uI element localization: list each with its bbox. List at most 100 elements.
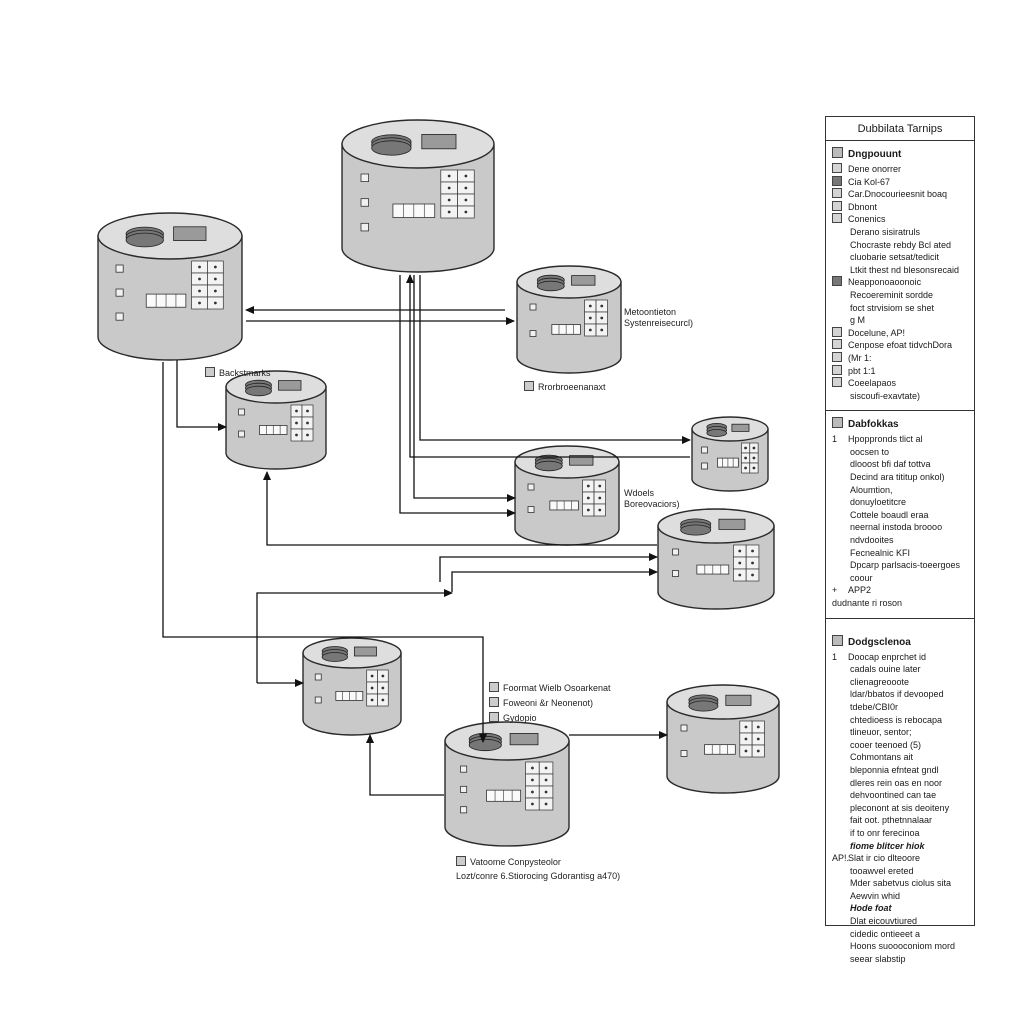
port-icon: [460, 765, 468, 773]
cylinder-top: [97, 212, 243, 260]
conn-b-e: [399, 275, 516, 517]
legend-item: Chocraste rebdy Bcl ated: [832, 239, 968, 252]
port-icon: [529, 330, 537, 337]
port-icon: [238, 408, 245, 416]
legend-item-text: g M: [850, 315, 866, 326]
legend-item-text: coour: [850, 572, 873, 583]
conn-i-h: [366, 734, 444, 796]
legend-item: ldar/bbatos if devooped: [832, 688, 968, 701]
db-i-cylinder: [444, 721, 570, 847]
legend-item-text: dehvoontined can tae: [850, 790, 937, 801]
legend-item-text: dleres rein oas en noor: [850, 777, 943, 788]
rack-grid-icon: [525, 761, 554, 811]
rack-grid-icon: [191, 260, 224, 310]
legend-item: Dene onorrer: [832, 163, 968, 176]
legend-item-text: tooawvel ereted: [850, 865, 914, 876]
db-a-cylinder: [97, 212, 243, 361]
legend-item-text: pbt 1:1: [848, 365, 876, 376]
port-icon: [672, 548, 679, 556]
legend-item: donuyloetitcre: [832, 496, 968, 509]
conn-b-e-2: [413, 275, 516, 502]
legend-item-text: fiome blitcer hiok: [850, 840, 925, 851]
db-e-label: Wdoels Boreovaciors): [624, 488, 680, 509]
legend-item-text: APP2: [848, 585, 872, 596]
legend-item-text: Dene onorrer: [848, 164, 902, 174]
legend-item: fiome blitcer hiok: [832, 840, 968, 853]
server-module-icon: [718, 518, 746, 530]
db-a-label: Backstmarks: [205, 367, 271, 379]
rack-grid-icon: [582, 479, 606, 517]
legend-item: Hode foat: [832, 902, 968, 915]
port-icon: [314, 696, 322, 704]
legend-item-number: 1: [832, 651, 838, 662]
conn-f-b: [406, 274, 690, 458]
legend-item: cooer teenoed (5): [832, 739, 968, 752]
legend-item-text: donuyloetitcre: [850, 497, 907, 508]
conn-g-h: [256, 589, 453, 683]
legend-item-text: Derano sisiratruls: [850, 226, 921, 237]
conn-h-g-2: [451, 568, 658, 592]
server-module-icon: [571, 275, 596, 286]
server-module-icon: [173, 226, 207, 242]
legend-item: Derano sisiratruls: [832, 226, 968, 239]
conn-a-d: [176, 360, 227, 431]
port-icon: [360, 173, 369, 182]
legend-item-text: clienagreooote: [850, 676, 910, 687]
port-icon: [115, 264, 124, 273]
db-i-sublabel: Lozt/conre 6.Stiorocing Gdorantisg a470): [456, 871, 621, 881]
legend-item: chtedioess is rebocapa: [832, 714, 968, 727]
legend-item: oocsen to: [832, 446, 968, 459]
legend-item: Aloumtion,: [832, 484, 968, 497]
legend-item: Car.Dnocourieesnit boaq: [832, 188, 968, 201]
legend-item: clienagreooote: [832, 676, 968, 689]
legend-item-text: ndvdooites: [850, 535, 894, 546]
disk-stack-icon: [688, 694, 719, 712]
db-b-cylinder: [341, 119, 495, 273]
port-icon: [460, 785, 468, 793]
legend-item-text: Decind ara tititup onkol): [850, 472, 945, 483]
rack-grid-icon: [290, 404, 314, 442]
legend-item-text: Slat ir cio dlteoore: [848, 853, 921, 864]
db-h-cylinder: [302, 637, 402, 736]
conn-h-g: [439, 553, 658, 582]
cylinder-top: [516, 265, 622, 299]
legend-item-text: Aewvin whid: [850, 890, 901, 901]
port-icon: [360, 198, 369, 207]
db-g-cylinder: [657, 508, 775, 610]
legend-item-text: if to onr ferecinoa: [850, 827, 920, 838]
server-module-icon: [354, 646, 377, 657]
legend-item-text: oocsen to: [850, 446, 890, 457]
legend-item-text: Car.Dnocourieesnit boaq: [848, 189, 948, 200]
disk-stack-icon: [468, 732, 502, 752]
legend-item-text: Cenpose efoat tidvchDora: [848, 340, 953, 351]
rack-grid-icon: [584, 299, 608, 337]
db-h-item: Foweoni &r Neonenot): [489, 697, 611, 709]
db-c-label: Metoontieton Systenreisecurcl): [624, 307, 694, 328]
legend-item: dudnante ri roson: [832, 597, 968, 610]
legend-item: Dlat eicouvtiured: [832, 915, 968, 928]
port-icon: [238, 430, 245, 438]
legend-item-text: ldar/bbatos if devooped: [850, 689, 944, 700]
legend-item-number: +: [832, 585, 838, 596]
port-icon: [529, 303, 537, 311]
legend-item: Coeelapaos: [832, 377, 968, 390]
cylinder-top: [514, 445, 620, 479]
port-icon: [672, 570, 679, 577]
legend-item-text: Hpoppronds tlict al: [848, 434, 923, 445]
legend-item-text: foct strvisiom se shet: [850, 302, 935, 313]
legend-item-text: Coeelapaos: [848, 378, 897, 389]
disk-stack-icon: [706, 422, 727, 437]
legend-item-text: tdebe/CBI0r: [850, 701, 899, 712]
legend-item-text: cooer teenoed (5): [850, 739, 922, 750]
legend-item-text: Conenics: [848, 214, 886, 225]
legend-item-text: Cottele boaudl eraa: [850, 509, 929, 520]
legend-item: dlooost bfi daf tottva: [832, 458, 968, 471]
conn-b-f: [419, 275, 691, 444]
legend-item-text: Neapponoaoonoic: [848, 277, 922, 288]
legend-section-heading: Dngpouunt: [832, 147, 968, 160]
server-module-icon: [731, 423, 750, 432]
